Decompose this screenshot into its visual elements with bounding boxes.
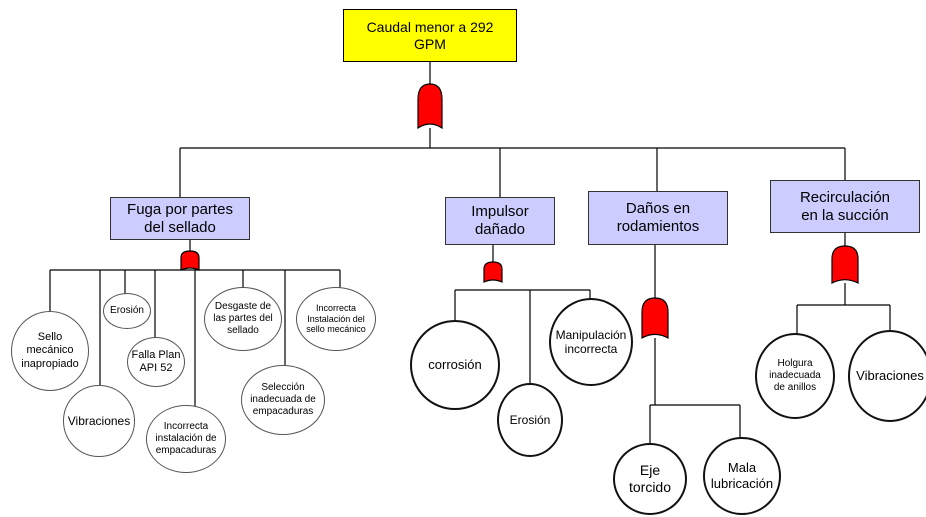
cause-instalacion-sello: Incorrecta Instalación del sello mecánic… (296, 287, 376, 351)
cause-desgaste-sellado: Desgaste de las partes del sellado (204, 287, 282, 351)
cause-manipulacion: Manipulación incorrecta (549, 298, 633, 386)
cause-falla-plan-api: Falla Plan API 52 (127, 337, 185, 387)
category-box-impulsor: Impulsor dañado (445, 197, 555, 245)
cause-vibraciones-recirculacion: Vibraciones (848, 330, 926, 422)
or-gate-impulsor (483, 261, 503, 283)
cause-holgura-anillos: Holgura inadecuada de anillos (755, 333, 835, 419)
cause-vibraciones-sellado: Vibraciones (63, 385, 135, 457)
or-gate-recirculacion (831, 245, 859, 284)
cause-mala-lubricacion: Mala lubricación (703, 437, 781, 515)
top-event-box: Caudal menor a 292 GPM (343, 9, 517, 62)
or-gate-rodamientos (641, 297, 669, 340)
category-box-recirculacion: Recirculación en la succión (770, 180, 920, 233)
connector-lines (49, 62, 891, 445)
cause-eje-torcido: Eje torcido (613, 443, 687, 515)
cause-instalacion-empacaduras: Incorrecta instalación de empacaduras (146, 405, 226, 473)
or-gate-sellado (180, 250, 200, 271)
or-gates (180, 83, 859, 340)
cause-erosion-impulsor: Erosión (497, 383, 563, 457)
cause-seleccion-empacaduras: Selección inadecuada de empacaduras (241, 365, 325, 435)
cause-corrosion: corrosión (410, 320, 500, 410)
category-box-rodamientos: Daños en rodamientos (588, 191, 728, 245)
cause-sello-mecanico: Sello mecánico inapropiado (11, 311, 89, 391)
root-or-gate (417, 83, 443, 130)
cause-erosion-sellado: Erosión (103, 293, 151, 329)
category-box-sellado: Fuga por partes del sellado (110, 197, 250, 240)
